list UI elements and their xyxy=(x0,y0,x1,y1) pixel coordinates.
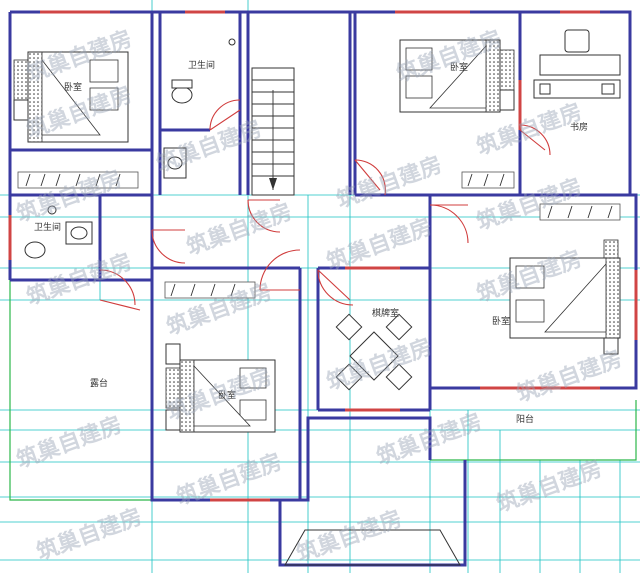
balcony-outline xyxy=(430,400,637,461)
terrace-outline xyxy=(9,280,152,501)
room-labels: 卧室 卫生间 卧室 书房 卫生间 卧室 棋牌室 露台 卧室 阳台 xyxy=(34,59,588,425)
bed-s xyxy=(165,343,276,433)
staircase xyxy=(251,67,295,196)
label-bathroom-w: 卫生间 xyxy=(34,221,61,233)
wardrobe-n xyxy=(461,171,515,189)
interior-walls xyxy=(10,12,630,500)
watermark: 筑巢自建房 xyxy=(183,199,295,261)
watermark: 筑巢自建房 xyxy=(323,214,435,276)
study-desk xyxy=(533,29,621,99)
windows xyxy=(8,10,638,502)
chess-table xyxy=(335,313,413,391)
label-bedroom-s: 卧室 xyxy=(218,389,236,401)
wardrobe-nw xyxy=(17,171,139,189)
watermark: 筑巢自建房 xyxy=(493,456,605,518)
bathroom-n-fixtures xyxy=(163,38,236,179)
label-chess-room: 棋牌室 xyxy=(372,307,399,319)
watermark: 筑巢自建房 xyxy=(33,504,145,566)
bed-n xyxy=(399,39,515,113)
watermark: 筑巢自建房 xyxy=(513,346,625,408)
bathroom-w-fixtures xyxy=(24,205,93,259)
label-bedroom-n: 卧室 xyxy=(450,61,468,73)
watermark: 筑巢自建房 xyxy=(293,506,405,568)
watermark: 筑巢自建房 xyxy=(13,412,125,474)
doors xyxy=(99,99,551,311)
label-balcony: 阳台 xyxy=(516,413,534,425)
wardrobe-e xyxy=(539,203,621,221)
bed-e xyxy=(509,239,621,355)
porch xyxy=(284,529,461,566)
label-terrace: 露台 xyxy=(90,377,108,389)
label-bedroom-e: 卧室 xyxy=(492,315,510,327)
label-study: 书房 xyxy=(570,121,588,133)
label-bathroom-n: 卫生间 xyxy=(188,59,215,71)
bed-nw xyxy=(13,51,129,143)
wardrobe-s xyxy=(164,281,256,299)
label-bedroom-nw: 卧室 xyxy=(64,81,82,93)
